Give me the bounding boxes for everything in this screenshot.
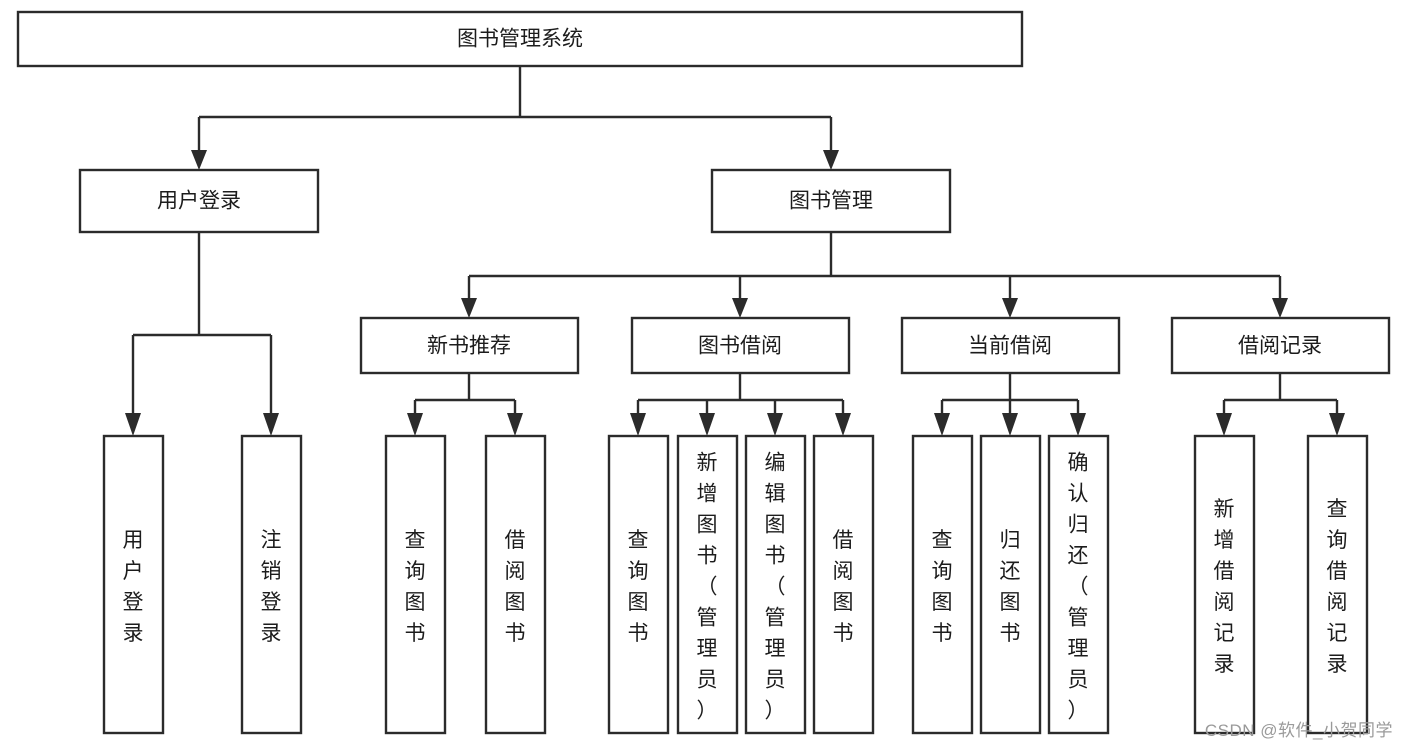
leaf-new-book-1-box[interactable] [384, 434, 447, 735]
arrowhead-leaf-user-login-1 [125, 413, 141, 436]
arrowhead-new-book [461, 298, 477, 318]
arrowhead-leaf-borrow-record-1 [1216, 413, 1232, 436]
arrowhead-leaf-new-book-2 [507, 413, 523, 436]
leaf-user-login-1-label: 用户登录 [123, 529, 144, 645]
node-book-manage[interactable]: 图书管理 [710, 168, 952, 234]
leaf-book-borrow-2-box[interactable] [676, 434, 739, 735]
leaf-new-book-1-label: 查询图书 [405, 529, 426, 645]
leaf-borrow-record-2[interactable]: 查询借阅记录 [1306, 434, 1369, 735]
leaf-book-borrow-4-box[interactable] [812, 434, 875, 735]
leaf-current-borrow-3-box[interactable] [1047, 434, 1110, 735]
leaf-book-borrow-2[interactable]: 新增图书（管理员） [676, 434, 739, 735]
node-borrow-record[interactable]: 借阅记录 [1170, 316, 1391, 375]
leaf-new-book-2-label: 借阅图书 [505, 529, 526, 645]
leaf-user-login-2-label: 注销登录 [261, 529, 282, 645]
node-current-borrow-box[interactable] [900, 316, 1121, 375]
leaf-borrow-record-1[interactable]: 新增借阅记录 [1193, 434, 1256, 735]
leaf-current-borrow-2[interactable]: 归还图书 [979, 434, 1042, 735]
leaf-book-borrow-1-box[interactable] [607, 434, 670, 735]
leaf-borrow-record-2-box[interactable] [1306, 434, 1369, 735]
leaf-book-borrow-3[interactable]: 编辑图书（管理员） [744, 434, 807, 735]
node-root-box[interactable] [16, 10, 1024, 68]
node-new-book-recommend[interactable]: 新书推荐 [359, 316, 580, 375]
node-borrow-record-label: 借阅记录 [1238, 335, 1322, 358]
node-root[interactable]: 图书管理系统 [16, 10, 1024, 68]
arrowhead-leaf-book-borrow-4 [835, 413, 851, 436]
node-current-borrow-label: 当前借阅 [968, 335, 1052, 358]
leaf-current-borrow-1-label: 查询图书 [932, 529, 953, 645]
node-user-login[interactable]: 用户登录 [78, 168, 320, 234]
leaf-current-borrow-2-label: 归还图书 [1000, 529, 1021, 645]
node-user-login-label: 用户登录 [157, 190, 241, 213]
leaf-current-borrow-1[interactable]: 查询图书 [911, 434, 974, 735]
arrowhead-current-borrow [1002, 298, 1018, 318]
arrowhead-leaf-borrow-record-2 [1329, 413, 1345, 436]
connector-group [125, 66, 1345, 436]
arrowhead-borrow-record [1272, 298, 1288, 318]
leaf-current-borrow-2-box[interactable] [979, 434, 1042, 735]
node-book-manage-label: 图书管理 [789, 190, 873, 213]
node-new-book-recommend-label: 新书推荐 [427, 335, 511, 358]
arrowhead-leaf-user-login-2 [263, 413, 279, 436]
leaf-borrow-record-1-label: 新增借阅记录 [1214, 498, 1235, 676]
node-book-borrow[interactable]: 图书借阅 [630, 316, 851, 375]
node-book-manage-box[interactable] [710, 168, 952, 234]
arrowhead-leaf-book-borrow-2 [699, 413, 715, 436]
leaf-user-login-2[interactable]: 注销登录 [240, 434, 303, 735]
leaf-book-borrow-3-label: 编辑图书（管理员） [765, 452, 786, 723]
leaf-book-borrow-1-label: 查询图书 [628, 529, 649, 645]
leaf-book-borrow-3-box[interactable] [744, 434, 807, 735]
node-current-borrow[interactable]: 当前借阅 [900, 316, 1121, 375]
leaf-current-borrow-3-label: 确认归还（管理员） [1068, 452, 1089, 723]
leaf-book-borrow-4[interactable]: 借阅图书 [812, 434, 875, 735]
arrowhead-book-borrow [732, 298, 748, 318]
leaf-current-borrow-3[interactable]: 确认归还（管理员） [1047, 434, 1110, 735]
node-new-book-recommend-box[interactable] [359, 316, 580, 375]
node-book-borrow-box[interactable] [630, 316, 851, 375]
leaf-new-book-2-box[interactable] [484, 434, 547, 735]
leaf-borrow-record-1-box[interactable] [1193, 434, 1256, 735]
leaf-book-borrow-1[interactable]: 查询图书 [607, 434, 670, 735]
leaf-book-borrow-4-label: 借阅图书 [833, 529, 854, 645]
arrowhead-leaf-new-book-1 [407, 413, 423, 436]
leaf-new-book-1[interactable]: 查询图书 [384, 434, 447, 735]
node-user-login-box[interactable] [78, 168, 320, 234]
leaf-current-borrow-1-box[interactable] [911, 434, 974, 735]
arrowhead-book-manage [823, 150, 839, 170]
arrowhead-leaf-book-borrow-3 [767, 413, 783, 436]
leaf-borrow-record-2-label: 查询借阅记录 [1327, 498, 1348, 676]
arrowhead-leaf-current-borrow-3 [1070, 413, 1086, 436]
node-book-borrow-label: 图书借阅 [698, 335, 782, 358]
leaf-new-book-2[interactable]: 借阅图书 [484, 434, 547, 735]
leaf-user-login-2-box[interactable] [240, 434, 303, 735]
leaf-book-borrow-2-label: 新增图书（管理员） [697, 452, 718, 723]
arrowhead-leaf-current-borrow-2 [1002, 413, 1018, 436]
node-root-label: 图书管理系统 [457, 28, 583, 51]
arrowhead-user-login [191, 150, 207, 170]
leaf-user-login-1-box[interactable] [102, 434, 165, 735]
arrowhead-leaf-current-borrow-1 [934, 413, 950, 436]
arrowhead-leaf-book-borrow-1 [630, 413, 646, 436]
leaf-user-login-1[interactable]: 用户登录 [102, 434, 165, 735]
node-borrow-record-box[interactable] [1170, 316, 1391, 375]
